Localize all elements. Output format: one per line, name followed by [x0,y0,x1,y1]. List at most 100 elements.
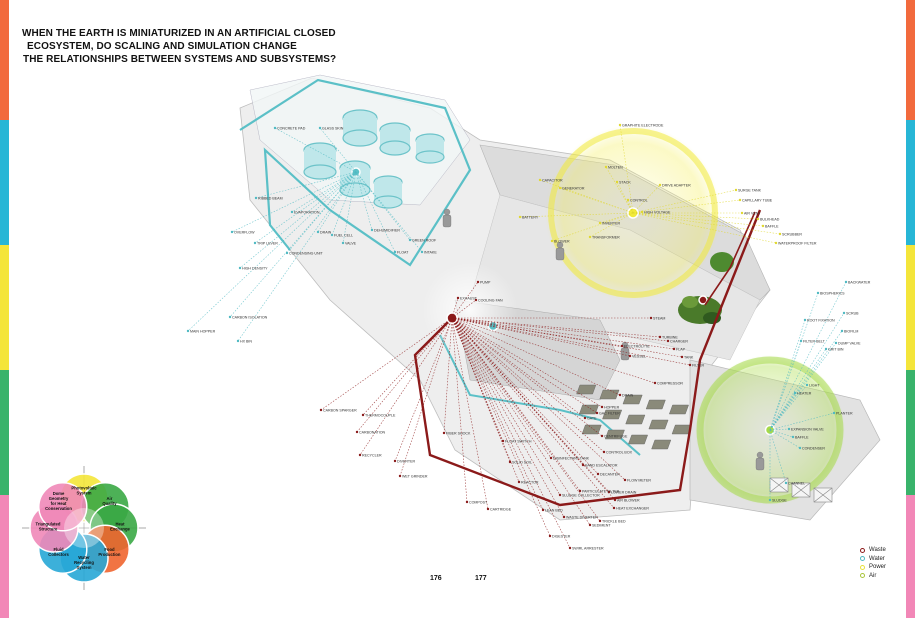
component-label: CONCRETE PAD [277,126,306,130]
component-label: BLOWER [554,239,570,243]
component-label: DEHUMIDIFIER [374,228,400,232]
water-tanks [303,109,445,209]
callout-dot [486,507,490,511]
component-label: COMPOST [469,500,488,504]
callout-dot [658,183,662,187]
callout-dot [840,329,844,333]
callout-dot [578,489,582,493]
title-line-2: ECOSYSTEM, DO SCALING AND SIMULATION CHA… [27,41,297,52]
callout-dot [666,339,670,343]
component-label: PLANTER [836,411,853,415]
legend-item: Water [860,555,886,564]
legend-swatch [860,564,865,570]
legend-label: Waste [869,547,886,554]
callout-dot [186,329,190,333]
callout-line [451,317,598,414]
callout-line [559,187,634,214]
component-label: DIVERTER [397,459,416,463]
callout-dot [805,383,809,387]
callout-dot [618,393,622,397]
callout-dot [238,266,242,270]
callout-dot [583,416,587,420]
component-label: GAC FILTER [599,411,620,415]
right-strip-band [906,370,915,495]
callout-line [356,317,453,433]
callout-dot [672,347,676,351]
callout-line [362,317,453,416]
component-label: INVERTER [602,221,621,225]
callout-dot [832,411,836,415]
component-label: LIGHT [809,383,820,387]
component-label: RIBBED BEAM [258,196,283,200]
callout-dot [842,311,846,315]
component-label: PUMP [480,280,491,284]
callout-line [451,317,468,503]
callout-line [231,171,357,233]
callout-line [632,189,737,214]
callout-line [769,429,787,484]
component-label: SAND ESCALATOR [585,463,618,467]
component-label: DIGESTER [552,534,571,538]
component-label: SLUDGE [772,498,787,502]
waste-node-right [698,295,708,305]
callout-dot [600,405,604,409]
callout-dot [290,210,294,214]
callout-dot [774,241,778,245]
callout-dot [420,250,424,254]
water-pipe-frame [239,78,472,267]
callout-dot [341,241,345,245]
callout-dot [598,519,602,523]
component-label: DRAIN [622,393,634,397]
callout-line [451,317,599,475]
component-label: OVERFLOW [234,230,255,234]
right-strip-band [906,495,915,618]
callout-dot [602,450,606,454]
callout-dot [456,296,460,300]
callout-dot [816,291,820,295]
callout-dot [626,198,630,202]
page-number-right: 177 [475,575,487,582]
page-number-left: 176 [430,575,442,582]
callout-line [255,171,357,199]
callout-dot [793,391,797,395]
component-label: WATERPROOF FILTER [778,241,817,245]
callout-dot [798,446,802,450]
callout-line [451,317,551,537]
callout-dot [330,233,334,237]
callout-line [632,212,781,235]
component-label: SCRUBBER [782,232,802,236]
callout-line [451,317,656,384]
callout-dot [803,318,807,322]
callout-dot [228,315,232,319]
callout-line [451,317,621,396]
component-label: CONTROL [630,198,648,202]
callout-dot [615,180,619,184]
component-label: MOLTEN [608,165,623,169]
callout-dot [756,217,760,221]
planter-grid [576,384,692,450]
callout-dot [316,230,320,234]
callout-dot [568,546,572,550]
callout-dot [653,381,657,385]
callout-dot [253,241,257,245]
callout-line [443,317,453,434]
callout-line [399,317,453,477]
component-label: SWIRL ARRESTER [572,546,604,550]
page-title: WHEN THE EARTH IS MINIATURIZED IN AN ART… [22,27,336,66]
callout-dot [596,472,600,476]
callout-line [451,317,511,463]
callout-line [769,342,837,431]
callout-line [769,319,806,431]
title-line-1: WHEN THE EARTH IS MINIATURIZED IN AN ART… [22,28,336,39]
component-label: HOPPER [604,405,620,409]
human-figures [442,208,765,471]
component-label: ELECTROLYTE [624,344,650,348]
component-label: AIR VENT [744,211,761,215]
callout-dot [588,523,592,527]
